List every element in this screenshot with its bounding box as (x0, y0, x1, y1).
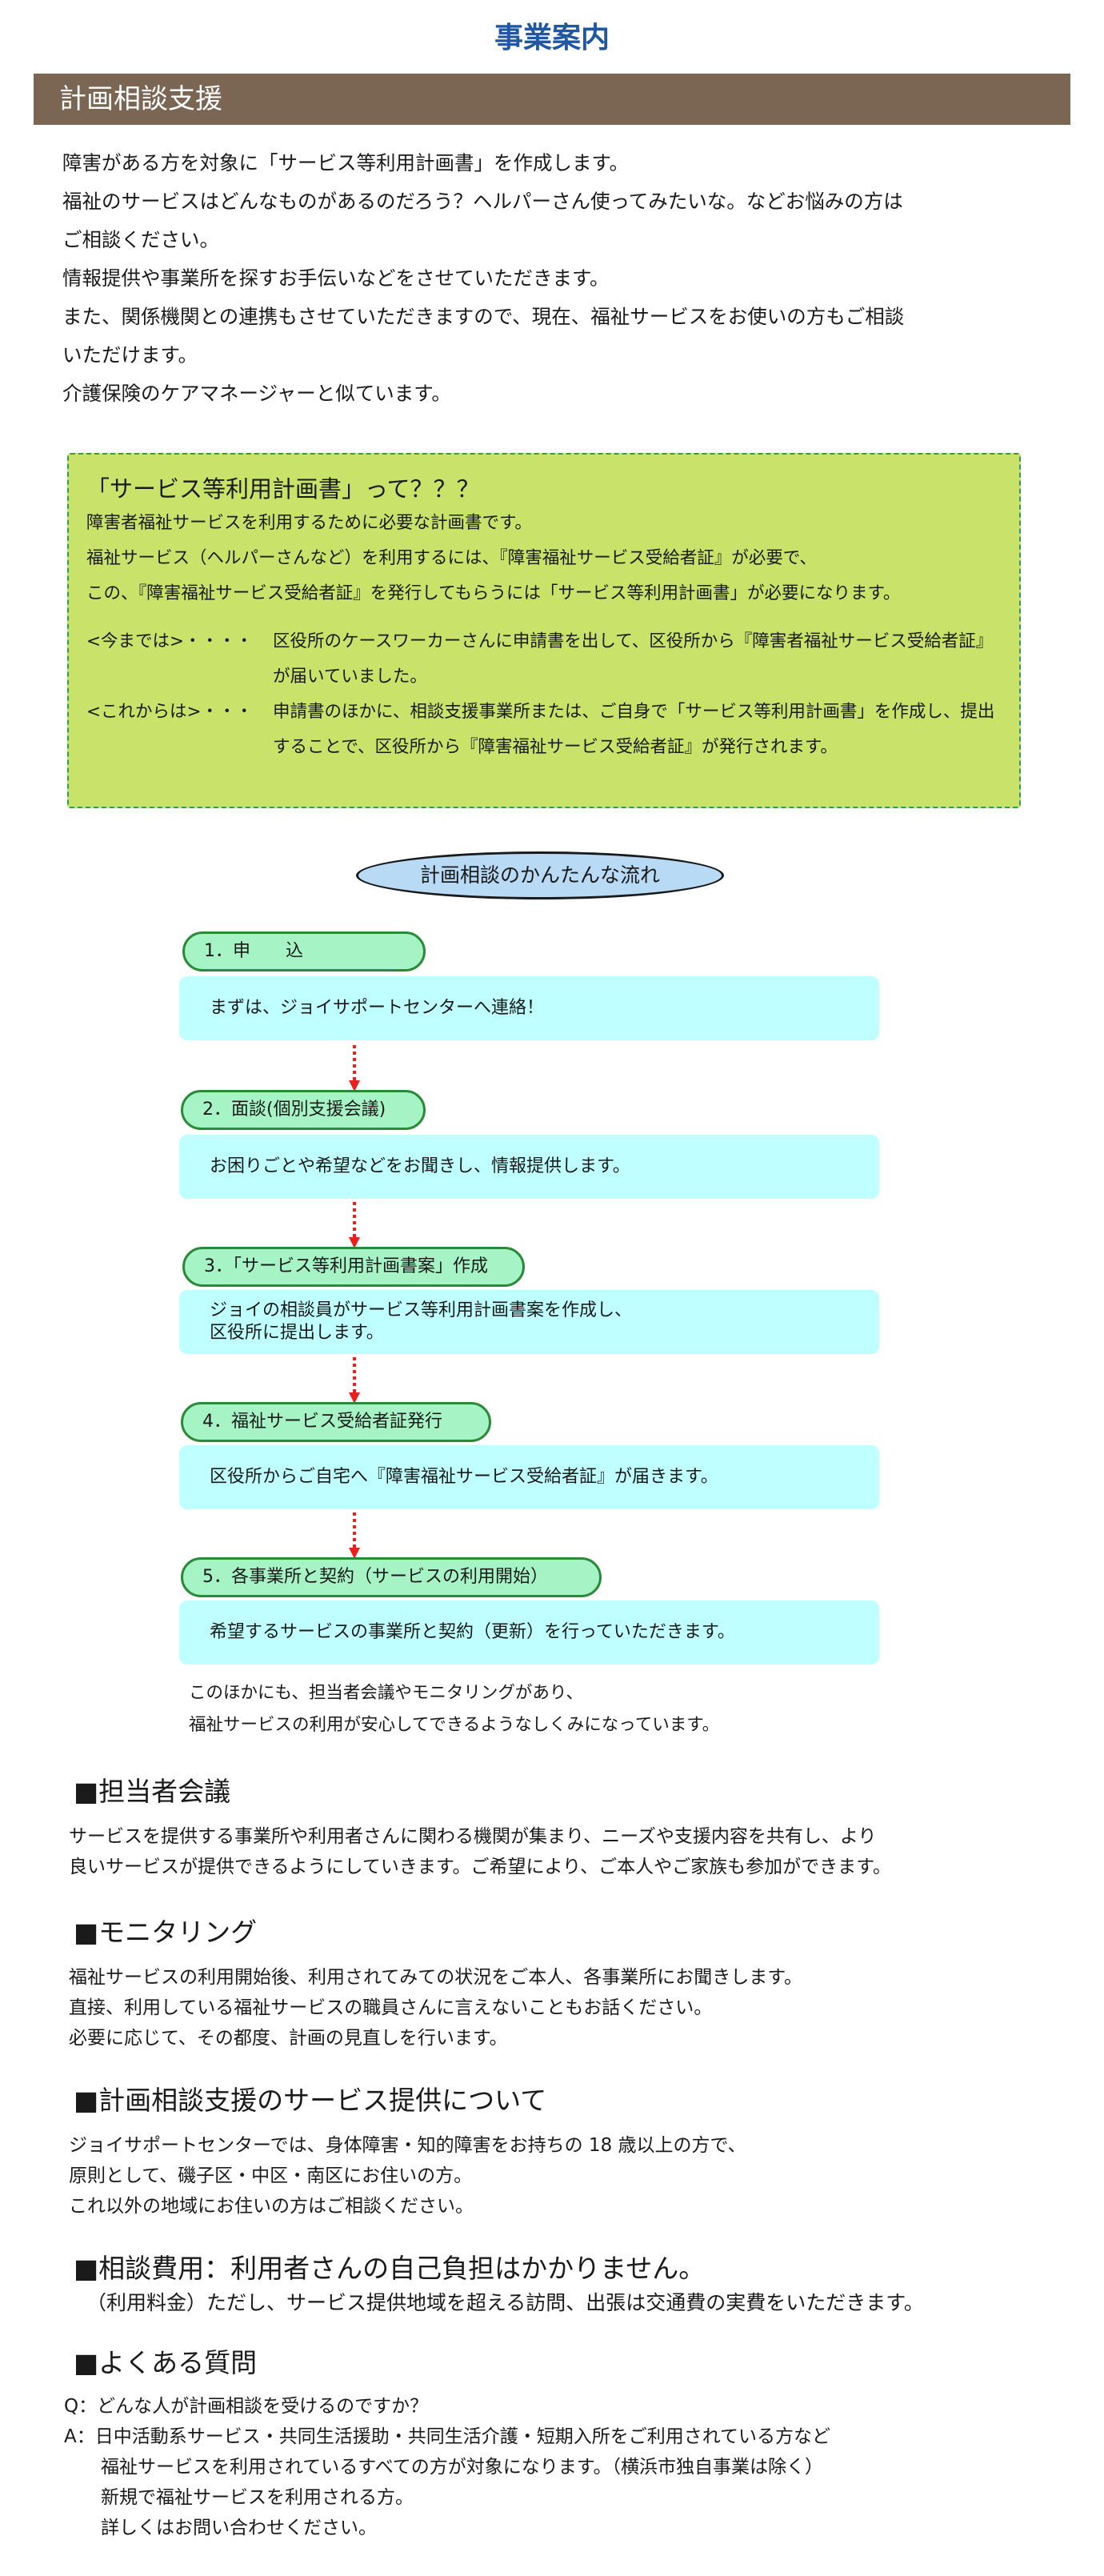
step-text-4: 区役所からご自宅へ『障害福祉サービス受給者証』が届きます。 (210, 1467, 718, 1487)
step-text-5: 希望するサービスの事業所と契約（更新）を行っていただきます。 (210, 1622, 735, 1642)
info-box-after: <これからは>・・・ 申請書のほかに、相談支援事業所または、ご自身で「サービス等… (86, 695, 1002, 765)
section-header: 計画相談支援 (34, 74, 1070, 125)
flow-note: このほかにも、担当者会議やモニタリングがあり、 福祉サービスの利用が安心してでき… (189, 1677, 719, 1741)
intro-line: いただけます。 (62, 343, 198, 367)
flow-note-line: 福祉サービスの利用が安心してできるようなしくみになっています。 (189, 1715, 720, 1735)
flow-title: 計画相談のかんたんな流れ (356, 851, 724, 899)
info-box: 「サービス等利用計画書」って？？？ 障害者福祉サービスを利用するために必要な計画… (67, 453, 1021, 808)
monitoring-line: 直接、利用している福祉サービスの職員さんに言えないこともお話ください。 (69, 1997, 713, 2018)
after-text: 申請書のほかに、相談支援事業所または、ご自身で「サービス等利用計画書」を作成し、… (273, 702, 995, 757)
faq-heading: ■よくある質問 (74, 2347, 258, 2378)
intro-line: 介護保険のケアマネージャーと似ています。 (62, 382, 451, 405)
faq-line: Q：どんな人が計画相談を受けるのですか？ (64, 2396, 429, 2417)
step-box-2: お困りごとや希望などをお聞きし、情報提供します。 (179, 1135, 879, 1199)
step-label-4: 4．福祉サービス受給者証発行 (181, 1402, 491, 1442)
step-label-3: 3．「サービス等利用計画書案」作成 (182, 1247, 525, 1287)
after-label: <これからは>・・・ (86, 702, 254, 722)
intro-line: 障害がある方を対象に「サービス等利用計画書」を作成します。 (62, 151, 630, 174)
step-box-4: 区役所からご自宅へ『障害福祉サービス受給者証』が届きます。 (179, 1445, 879, 1509)
info-box-before: <今までは>・・・・ 区役所のケースワーカーさんに申請書を出して、区役所から『障… (86, 624, 1002, 695)
provision-text: ジョイサポートセンターでは、身体障害・知的障害をお持ちの 18 歳以上の方で、 … (69, 2130, 746, 2221)
provision-line: ジョイサポートセンターでは、身体障害・知的障害をお持ちの 18 歳以上の方で、 (69, 2135, 746, 2156)
step-label-2: 2．面談(個別支援会議) (181, 1090, 426, 1130)
faq-line: 新規で福祉サービスを利用される方。 (64, 2487, 414, 2508)
faq-line: 詳しくはお問い合わせください。 (64, 2518, 377, 2538)
down-arrow-icon (349, 1202, 360, 1248)
intro-line: 情報提供や事業所を探すお手伝いなどをさせていただきます。 (62, 266, 610, 290)
before-text: 区役所のケースワーカーさんに申請書を出して、区役所から『障害者福祉サービス受給者… (273, 631, 994, 687)
intro-line: 福祉のサービスはどんなものがあるのだろう？ヘルパーさん使ってみたいな。などお悩み… (62, 190, 903, 213)
provision-line: これ以外の地域にお住いの方はご相談ください。 (69, 2196, 474, 2217)
faq-line: A：日中活動系サービス・共同生活援助・共同生活介護・短期入所をご利用されている方… (64, 2426, 831, 2447)
fee-heading: ■相談費用：利用者さんの自己負担はかかりません。 (74, 2253, 706, 2284)
step-text-1: まずは、ジョイサポートセンターへ連絡！ (210, 998, 545, 1018)
meeting-line: サービスを提供する事業所や利用者さんに関わる機関が集まり、ニーズや支援内容を共有… (69, 1826, 877, 1847)
info-box-line: 福祉サービス（ヘルパーさんなど）を利用するには、『障害福祉サービス受給者証』が必… (86, 548, 817, 568)
meeting-heading: ■担当者会議 (74, 1776, 231, 1807)
monitoring-line: 福祉サービスの利用開始後、利用されてみての状況をご本人、各事業所にお聞きします。 (69, 1967, 803, 1988)
down-arrow-icon (349, 1512, 360, 1559)
intro-line: ご相談ください。 (62, 228, 219, 251)
provision-line: 原則として、磯子区・中区・南区にお住いの方。 (69, 2165, 473, 2186)
down-arrow-icon (349, 1357, 360, 1404)
intro-line: また、関係機関との連携もさせていただきますので、現在、福祉サービスをお使いの方も… (62, 305, 905, 328)
step-box-5: 希望するサービスの事業所と契約（更新）を行っていただきます。 (179, 1600, 879, 1665)
faq-line: 福祉サービスを利用されているすべての方が対象になります。（横浜市独自事業は除く） (64, 2457, 823, 2478)
fee-sub: （利用料金）ただし、サービス提供地域を超える訪問、出張は交通費の実費をいただきま… (86, 2291, 924, 2314)
step-label-5: 5．各事業所と契約（サービスの利用開始） (181, 1557, 602, 1597)
info-box-line: 障害者福祉サービスを利用するために必要な計画書です。 (86, 513, 532, 533)
step-text-3: ジョイの相談員がサービス等利用計画書案を作成し、 区役所に提出します。 (210, 1300, 633, 1343)
faq-text: Q：どんな人が計画相談を受けるのですか？ A：日中活動系サービス・共同生活援助・… (64, 2391, 830, 2543)
page-title: 事業案内 (494, 22, 610, 54)
intro-text: 障害がある方を対象に「サービス等利用計画書」を作成します。 福祉のサービスはどん… (62, 144, 1046, 413)
step-label-1: 1．申 込 (182, 931, 426, 972)
info-box-title: 「サービス等利用計画書」って？？？ (86, 475, 480, 503)
meeting-text: サービスを提供する事業所や利用者さんに関わる機関が集まり、ニーズや支援内容を共有… (69, 1821, 891, 1882)
down-arrow-icon (349, 1045, 360, 1092)
step-text-2: お困りごとや希望などをお聞きし、情報提供します。 (210, 1156, 630, 1176)
monitoring-text: 福祉サービスの利用開始後、利用されてみての状況をご本人、各事業所にお聞きします。… (69, 1962, 802, 2053)
before-label: <今までは>・・・・ (86, 631, 254, 651)
monitoring-line: 必要に応じて、その都度、計画の見直しを行います。 (69, 2028, 508, 2049)
info-box-line: この、『障害福祉サービス受給者証』を発行してもらうには「サービス等利用計画書」が… (86, 583, 901, 603)
provision-heading: ■計画相談支援のサービス提供について (74, 2085, 547, 2116)
flow-note-line: このほかにも、担当者会議やモニタリングがあり、 (189, 1683, 583, 1703)
step-box-3: ジョイの相談員がサービス等利用計画書案を作成し、 区役所に提出します。 (179, 1290, 879, 1354)
meeting-line: 良いサービスが提供できるようにしていきます。ご希望により、ご本人やご家族も参加が… (69, 1857, 891, 1877)
monitoring-heading: ■モニタリング (74, 1917, 258, 1948)
step-box-1: まずは、ジョイサポートセンターへ連絡！ (179, 976, 879, 1040)
